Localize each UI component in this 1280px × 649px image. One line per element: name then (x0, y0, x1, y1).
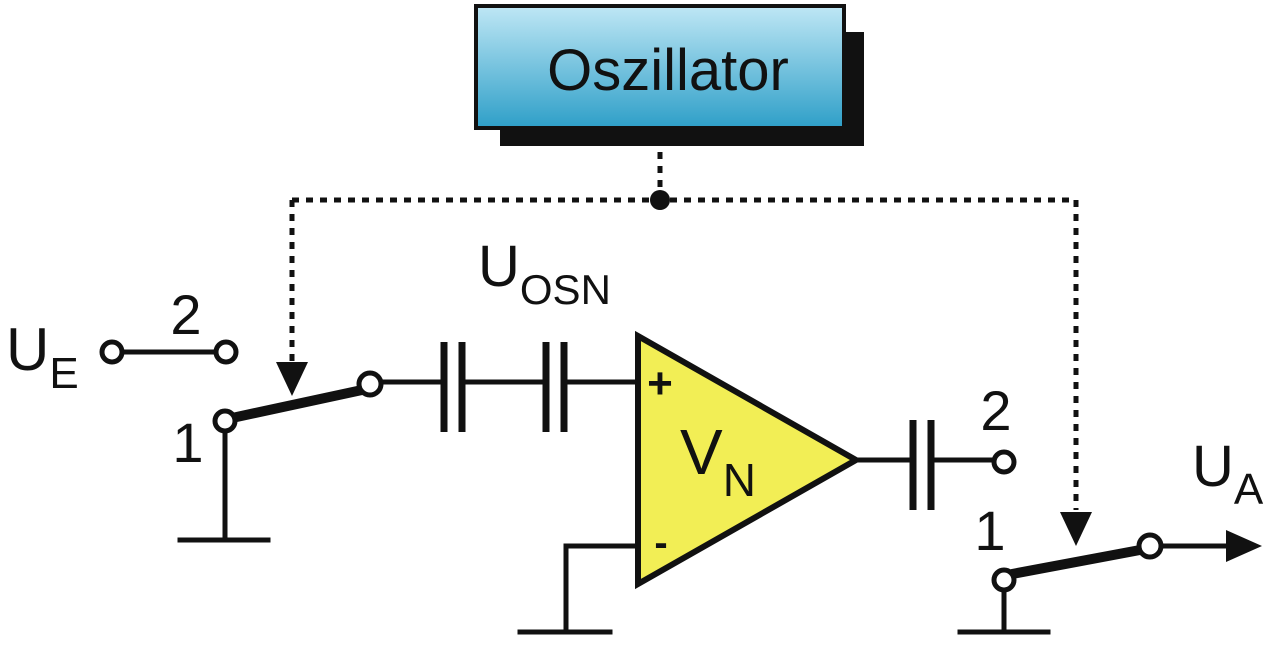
oscillator-label: Oszillator (547, 38, 789, 103)
control-arrow-right (1060, 512, 1092, 546)
output-switch-blade (1007, 545, 1145, 579)
output-switch-terminal-2 (991, 449, 1017, 475)
input-voltage-symbol: U (6, 316, 49, 383)
wires (119, 349, 1233, 635)
oscillator-box (474, 4, 846, 130)
amplifier-subscript: N (723, 454, 756, 506)
input-switch (99, 339, 384, 434)
input-switch-terminal-1 (212, 408, 238, 434)
offset-voltage-symbol: U (478, 234, 520, 299)
capacitors (440, 342, 935, 510)
offset-voltage-subscript: OSN (520, 266, 611, 313)
input-switch-common (356, 370, 384, 398)
wire-amp-minus-ground (563, 543, 641, 635)
input-switch-terminal-2 (213, 339, 239, 365)
input-voltage-subscript: E (49, 349, 78, 398)
control-arrow-left (276, 362, 308, 396)
output-voltage-subscript: A (1234, 465, 1264, 514)
amplifier-symbol: V (680, 416, 723, 488)
offset-voltage-label: UOSN (478, 234, 611, 313)
control-junction-dot (650, 190, 670, 210)
input-terminal-e (99, 339, 125, 365)
oscillator-block: Oszillator (474, 4, 864, 146)
output-switch-common (1136, 532, 1164, 560)
output-voltage-label: UA (1192, 434, 1264, 514)
amplifier-triangle (635, 330, 863, 590)
input-voltage-label: UE (6, 316, 79, 398)
amplifier-minus-label: - (654, 521, 667, 565)
output-arrow (1226, 530, 1262, 562)
amplifier-label: VN (680, 416, 756, 506)
control-lines (289, 152, 1079, 510)
amplifier-plus-label: + (647, 359, 673, 408)
output-switch-label-2: 2 (980, 379, 1011, 442)
amplifier: + - VN (635, 330, 863, 590)
output-voltage-symbol: U (1192, 434, 1234, 499)
input-switch-label-1: 1 (172, 411, 203, 474)
input-switch-label-2: 2 (170, 283, 201, 346)
output-switch-label-1: 1 (974, 499, 1005, 562)
output-switch-terminal-1 (991, 567, 1017, 593)
output-switch (991, 449, 1164, 593)
input-switch-blade (227, 385, 367, 423)
